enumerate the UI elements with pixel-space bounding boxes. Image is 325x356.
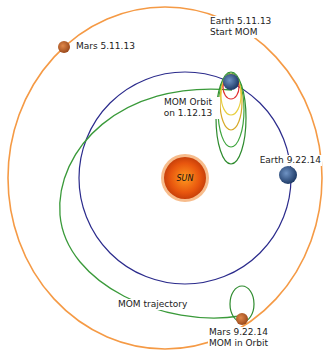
mars-arrival xyxy=(236,313,248,325)
sun-node: SUN xyxy=(177,174,194,183)
map-label: MOM in Orbit xyxy=(208,338,269,349)
map-label: Earth 5.11.13 xyxy=(209,16,272,27)
mars-start xyxy=(58,41,70,53)
parking-orbit xyxy=(220,74,242,130)
map-label: Mars 9.22.14 xyxy=(208,327,269,338)
map-label: Start MOM xyxy=(209,27,258,38)
map-label: MOM trajectory xyxy=(117,299,188,310)
parking-orbit xyxy=(216,72,246,164)
earth-arrival xyxy=(279,166,297,184)
map-label: MOM Orbit on 1.12.13 xyxy=(156,97,220,119)
mom-trajectory xyxy=(60,89,240,318)
parking-orbit xyxy=(223,75,239,99)
parking-orbit xyxy=(218,73,244,147)
mars-orbit xyxy=(8,7,322,349)
sun-label: SUN xyxy=(177,174,194,183)
parking-orbit xyxy=(221,75,241,115)
map-label: Earth 9.22.14 xyxy=(259,155,322,166)
map-label: Mars 5.11.13 xyxy=(75,41,136,52)
sun-disc xyxy=(161,154,209,202)
earth-start xyxy=(223,74,239,90)
earth-orbit xyxy=(79,72,291,284)
